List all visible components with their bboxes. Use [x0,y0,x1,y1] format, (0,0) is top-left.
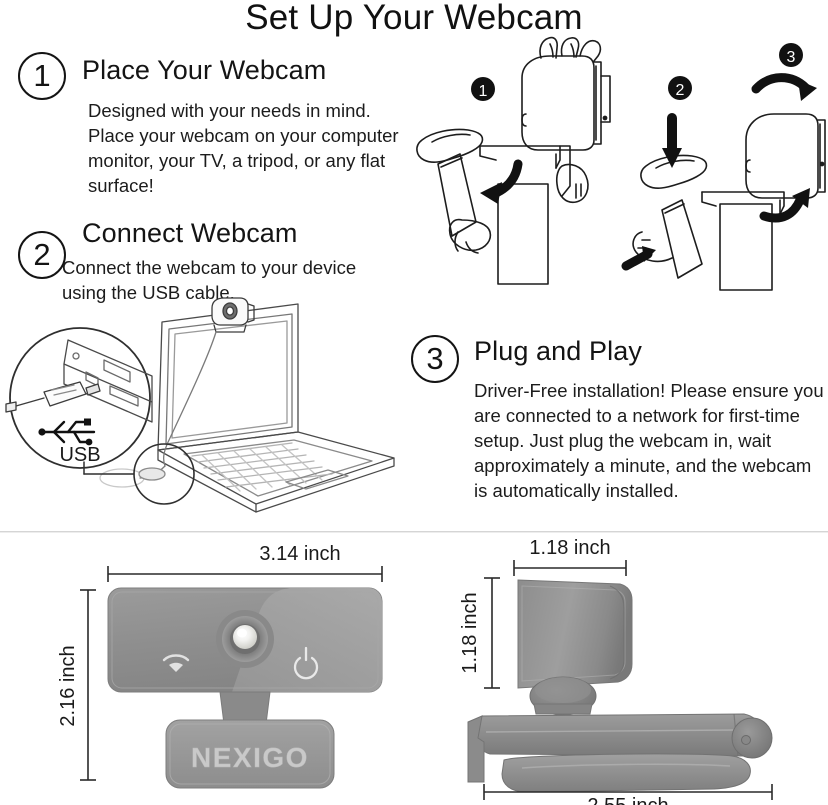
webcam-side-view-diagram: 1.18 inch 1.18 inch [459,536,828,805]
webcam-clip-mounting-illustration: 1 [410,36,828,328]
webcam-clip-base [165,691,335,789]
side-height-label: 1.18 inch [459,592,481,673]
side-depth-dimension [483,784,773,800]
webcam-front-view-diagram: 3.14 inch 2.16 inch [57,536,432,802]
step-2-number-badge: 2 [18,231,66,279]
step-3-body-text: Driver-Free installation! Please ensure … [474,380,824,501]
webcam-clip-upper-arm [467,713,773,783]
side-width-dimension [513,560,627,576]
laptop-usb-connection-illustration: USB [2,297,402,530]
step-1-number-badge: 1 [18,52,66,100]
front-width-label: 3.14 inch [259,543,340,565]
step-1-body-text: Designed with your needs in mind. Place … [88,100,399,196]
side-height-dimension [484,577,500,689]
step-2-body-text: Connect the webcam to your device using … [62,257,357,303]
svg-text:1: 1 [479,83,488,100]
side-depth-label: 2.55 inch [587,795,668,805]
wifi-icon [162,654,190,662]
side-width-label: 1.18 inch [529,537,610,559]
webcam-ball-joint [529,676,597,716]
wifi-icon-fill [169,662,183,672]
power-icon [293,646,319,680]
step-1-heading: Place Your Webcam [82,55,327,85]
webcam-side-body [517,579,633,689]
webcam-body [107,587,383,693]
step-3-number-badge: 3 [411,335,459,383]
front-width-dimension [107,566,383,582]
step-3-heading: Plug and Play [474,336,642,366]
usb-callout-label: USB [59,444,100,466]
front-height-dimension [80,589,96,781]
section-divider [0,531,828,533]
svg-text:2: 2 [676,82,685,99]
svg-text:3: 3 [787,49,796,66]
page-title: Set Up Your Webcam [245,0,583,37]
webcam-clip-lower-arm [501,753,751,793]
step-2-heading: Connect Webcam [82,218,298,248]
front-height-label: 2.16 inch [57,645,79,726]
brand-logo: NEXIGO [191,742,309,773]
